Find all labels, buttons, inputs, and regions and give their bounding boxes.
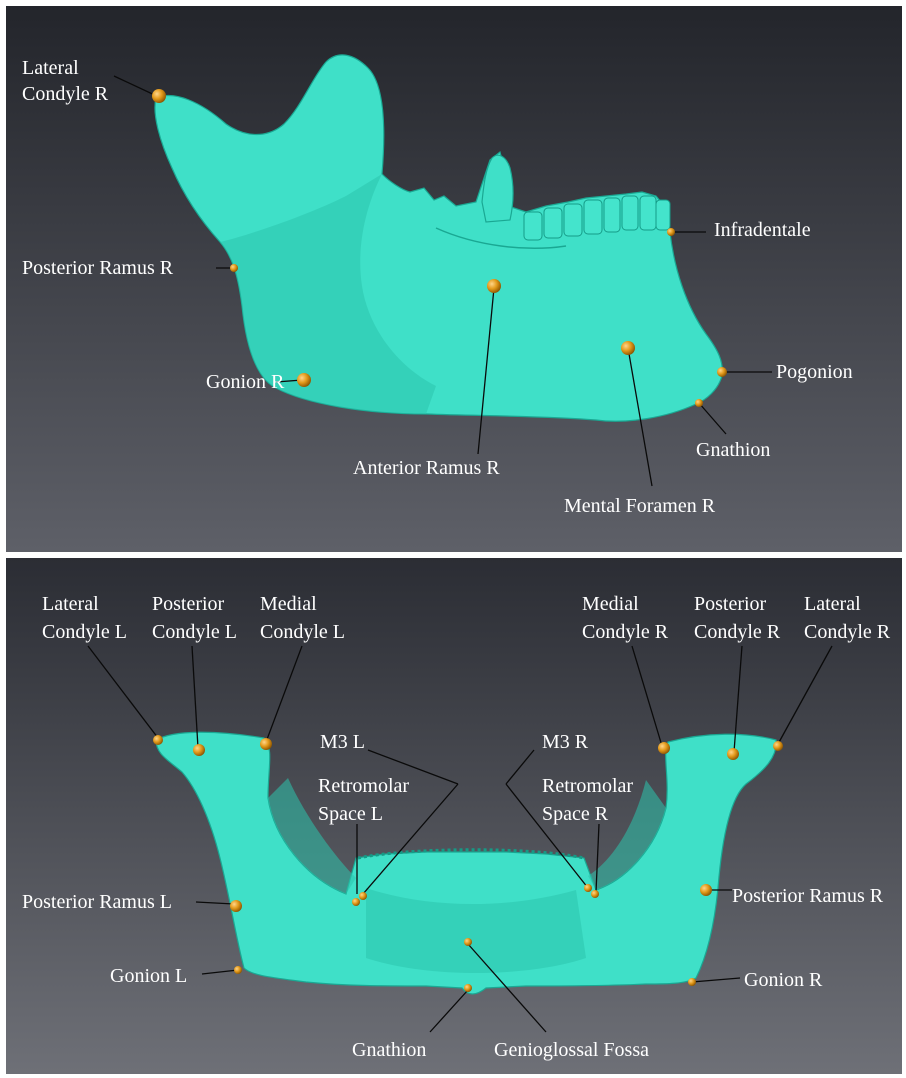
landmark-lateral-condyle-l bbox=[153, 735, 163, 745]
label-lateral-condyle-r-line2: Condyle R bbox=[804, 621, 891, 643]
label-retromolar-space-r-line1: Retromolar bbox=[542, 775, 633, 797]
label-m3-r: M3 R bbox=[542, 731, 589, 753]
label-anterior-ramus-r: Anterior Ramus R bbox=[353, 457, 500, 479]
landmark-gonion-r-posterior bbox=[688, 978, 696, 986]
landmark-gonion-r bbox=[297, 373, 311, 387]
landmark-retromolar-space-r bbox=[591, 890, 599, 898]
landmark-posterior-ramus-l bbox=[230, 900, 242, 912]
label-mental-foramen-r: Mental Foramen R bbox=[564, 495, 716, 517]
landmark-anterior-ramus-r bbox=[487, 279, 501, 293]
label-posterior-condyle-r-line1: Posterior bbox=[694, 593, 767, 615]
label-gonion-l: Gonion L bbox=[110, 965, 187, 987]
landmark-retromolar-space-l bbox=[352, 898, 360, 906]
label-genioglossal-fossa: Genioglossal Fossa bbox=[494, 1039, 649, 1061]
lateral-view-diagram: Lateral Condyle R Posterior Ramus R Goni… bbox=[6, 6, 902, 552]
lateral-view-panel: Lateral Condyle R Posterior Ramus R Goni… bbox=[6, 6, 902, 552]
label-posterior-condyle-l-line1: Posterior bbox=[152, 593, 225, 615]
label-posterior-condyle-r-line2: Condyle R bbox=[694, 621, 781, 643]
landmark-gnathion-posterior bbox=[464, 984, 472, 992]
label-lateral-condyle-r-line1: Lateral bbox=[22, 57, 79, 79]
label-retromolar-space-r-line2: Space R bbox=[542, 803, 609, 825]
landmark-lateral-condyle-r-posterior bbox=[773, 741, 783, 751]
label-retromolar-space-l-line2: Space L bbox=[318, 803, 383, 825]
landmark-pogonion bbox=[717, 367, 727, 377]
label-lateral-condyle-r-line1: Lateral bbox=[804, 593, 861, 615]
label-posterior-ramus-r: Posterior Ramus R bbox=[22, 257, 174, 279]
label-posterior-ramus-l: Posterior Ramus L bbox=[22, 891, 172, 913]
label-lateral-condyle-r-line2: Condyle R bbox=[22, 83, 109, 105]
landmark-mental-foramen-r bbox=[621, 341, 635, 355]
posterior-view-panel: Lateral Condyle L Posterior Condyle L Me… bbox=[6, 558, 902, 1074]
landmark-lateral-condyle-r bbox=[152, 89, 166, 103]
label-infradentale: Infradentale bbox=[714, 219, 811, 241]
landmark-posterior-condyle-r bbox=[727, 748, 739, 760]
landmark-posterior-condyle-l bbox=[193, 744, 205, 756]
label-gonion-r: Gonion R bbox=[744, 969, 823, 991]
label-lateral-condyle-l-line1: Lateral bbox=[42, 593, 99, 615]
label-medial-condyle-r-line1: Medial bbox=[582, 593, 639, 615]
landmark-m3-l bbox=[359, 892, 367, 900]
label-pogonion: Pogonion bbox=[776, 361, 853, 383]
landmark-posterior-ramus-r bbox=[230, 264, 238, 272]
label-lateral-condyle-l-line2: Condyle L bbox=[42, 621, 127, 643]
landmark-medial-condyle-l bbox=[260, 738, 272, 750]
landmark-genioglossal-fossa bbox=[464, 938, 472, 946]
landmark-gnathion bbox=[695, 399, 703, 407]
label-posterior-ramus-r: Posterior Ramus R bbox=[732, 885, 884, 907]
landmark-infradentale bbox=[667, 228, 675, 236]
label-retromolar-space-l-line1: Retromolar bbox=[318, 775, 409, 797]
posterior-view-diagram: Lateral Condyle L Posterior Condyle L Me… bbox=[6, 558, 902, 1074]
label-gonion-r: Gonion R bbox=[206, 371, 285, 393]
landmark-m3-r bbox=[584, 884, 592, 892]
landmark-posterior-ramus-r-posterior bbox=[700, 884, 712, 896]
landmark-gonion-l bbox=[234, 966, 242, 974]
label-gnathion: Gnathion bbox=[352, 1039, 426, 1061]
label-medial-condyle-r-line2: Condyle R bbox=[582, 621, 669, 643]
label-medial-condyle-l-line1: Medial bbox=[260, 593, 317, 615]
landmark-medial-condyle-r bbox=[658, 742, 670, 754]
label-m3-l: M3 L bbox=[320, 731, 365, 753]
label-medial-condyle-l-line2: Condyle L bbox=[260, 621, 345, 643]
label-gnathion: Gnathion bbox=[696, 439, 770, 461]
label-posterior-condyle-l-line2: Condyle L bbox=[152, 621, 237, 643]
